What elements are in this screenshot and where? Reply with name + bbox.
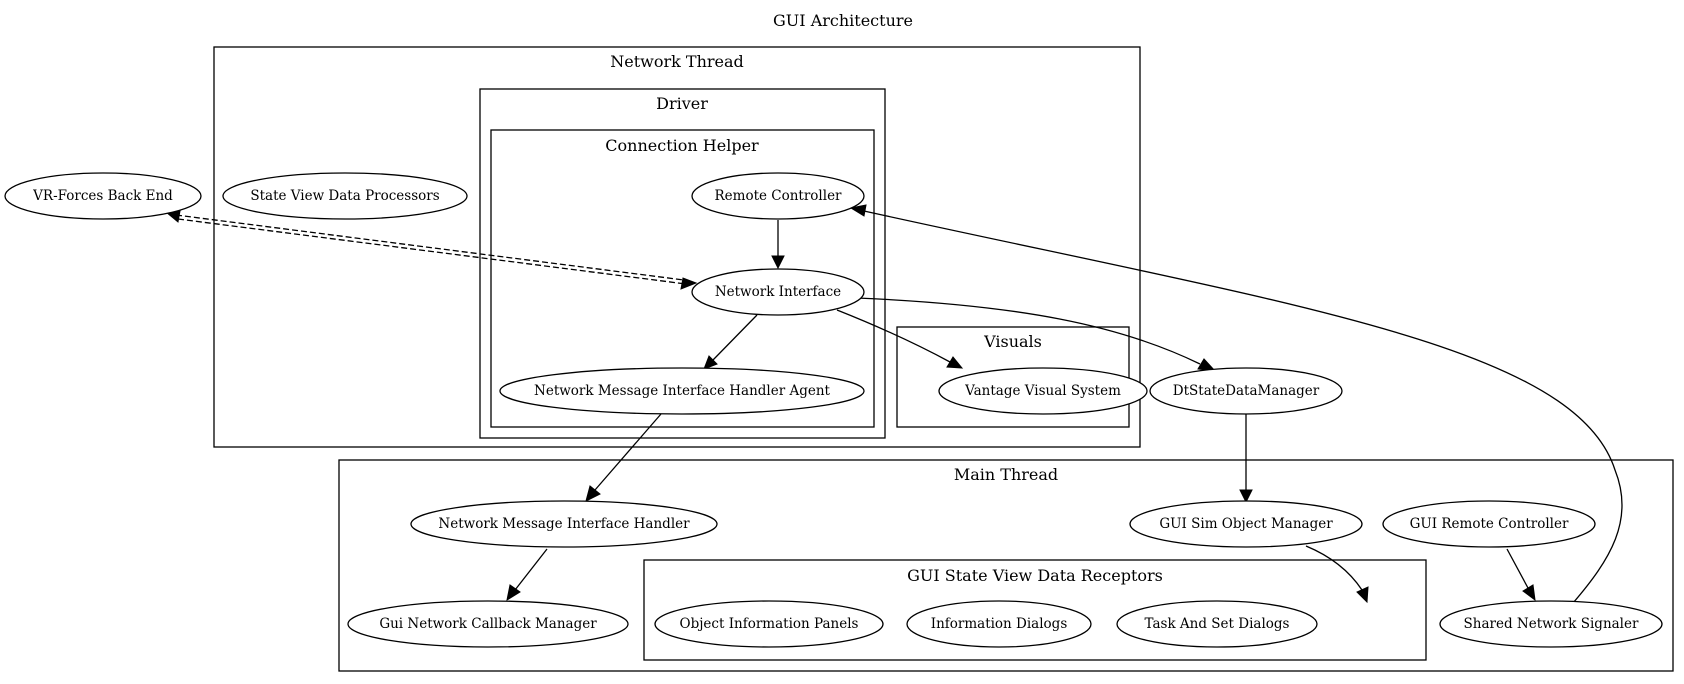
edge-nmi-handler-to-gui-callback <box>506 548 548 602</box>
cluster-main-thread: Main Thread <box>338 459 1674 672</box>
node-object-information-panels-label: Object Information Panels <box>680 616 859 632</box>
edge-dt-state-to-gui-sim <box>1239 412 1253 504</box>
node-remote-controller: Remote Controller <box>691 172 865 220</box>
node-gui-sim-object-manager-label: GUI Sim Object Manager <box>1159 516 1333 532</box>
node-object-information-panels: Object Information Panels <box>654 600 884 648</box>
edge-shared-signaler-to-remote-controller <box>849 204 1623 604</box>
node-shared-network-signaler-label: Shared Network Signaler <box>1464 616 1639 632</box>
node-nmi-handler-agent-label: Network Message Interface Handler Agent <box>534 383 831 399</box>
cluster-connection-helper: Connection Helper <box>490 129 875 428</box>
node-gui-sim-object-manager: GUI Sim Object Manager <box>1129 500 1363 548</box>
node-information-dialogs-label: Information Dialogs <box>931 616 1068 632</box>
node-gui-remote-controller: GUI Remote Controller <box>1382 500 1596 548</box>
node-nmi-handler-label: Network Message Interface Handler <box>438 516 690 532</box>
cluster-gui-state-view-label: GUI State View Data Receptors <box>907 566 1163 585</box>
node-vantage-visual-system-label: Vantage Visual System <box>964 383 1121 399</box>
edge-network-interface-to-dt-state <box>856 297 1217 372</box>
edge-network-interface-to-nmi-handler-agent <box>703 314 758 370</box>
node-dt-state-data-manager-label: DtStateDataManager <box>1173 383 1320 399</box>
node-remote-controller-label: Remote Controller <box>714 188 842 204</box>
node-network-message-interface-handler: Network Message Interface Handler <box>410 500 718 548</box>
node-vantage-visual-system: Vantage Visual System <box>938 367 1148 415</box>
node-gui-network-callback-manager-label: Gui Network Callback Manager <box>379 616 597 632</box>
node-task-and-set-dialogs: Task And Set Dialogs <box>1116 600 1318 648</box>
cluster-gui-state-view-data-receptors: GUI State View Data Receptors <box>643 559 1427 661</box>
node-vr-forces-back-end-label: VR-Forces Back End <box>32 188 173 204</box>
edges <box>164 204 1623 604</box>
node-dt-state-data-manager: DtStateDataManager <box>1149 367 1343 415</box>
node-shared-network-signaler: Shared Network Signaler <box>1439 600 1663 648</box>
cluster-visuals-label: Visuals <box>983 332 1042 351</box>
node-information-dialogs: Information Dialogs <box>906 600 1092 648</box>
cluster-connection-helper-label: Connection Helper <box>605 136 759 155</box>
cluster-main-thread-label: Main Thread <box>954 465 1058 484</box>
edge-remote-controller-to-network-interface <box>771 220 785 270</box>
cluster-driver: Driver <box>479 88 886 439</box>
node-network-interface: Network Interface <box>691 268 865 316</box>
edge-gui-remote-to-shared-signaler <box>1506 548 1536 602</box>
node-state-view-data-processors-label: State View Data Processors <box>250 188 439 204</box>
cluster-network-thread: Network Thread <box>213 46 1141 448</box>
cluster-network-thread-label: Network Thread <box>610 52 744 71</box>
node-vr-forces-back-end: VR-Forces Back End <box>4 172 202 220</box>
node-gui-remote-controller-label: GUI Remote Controller <box>1410 516 1569 532</box>
node-task-and-set-dialogs-label: Task And Set Dialogs <box>1145 616 1290 632</box>
cluster-driver-label: Driver <box>656 94 708 113</box>
node-network-message-interface-handler-agent: Network Message Interface Handler Agent <box>499 367 865 415</box>
node-network-interface-label: Network Interface <box>715 284 841 300</box>
edge-vr-forces-to-network-interface <box>164 210 698 290</box>
cluster-visuals: Visuals <box>896 326 1130 428</box>
edge-nmi-handler-agent-to-nmi-handler <box>585 413 662 502</box>
edge-network-interface-to-vantage <box>836 309 964 369</box>
node-gui-network-callback-manager: Gui Network Callback Manager <box>347 600 629 648</box>
node-state-view-data-processors: State View Data Processors <box>222 172 468 220</box>
diagram-title: GUI Architecture <box>773 11 913 30</box>
edge-gui-sim-to-gui-state-view <box>1305 545 1369 604</box>
